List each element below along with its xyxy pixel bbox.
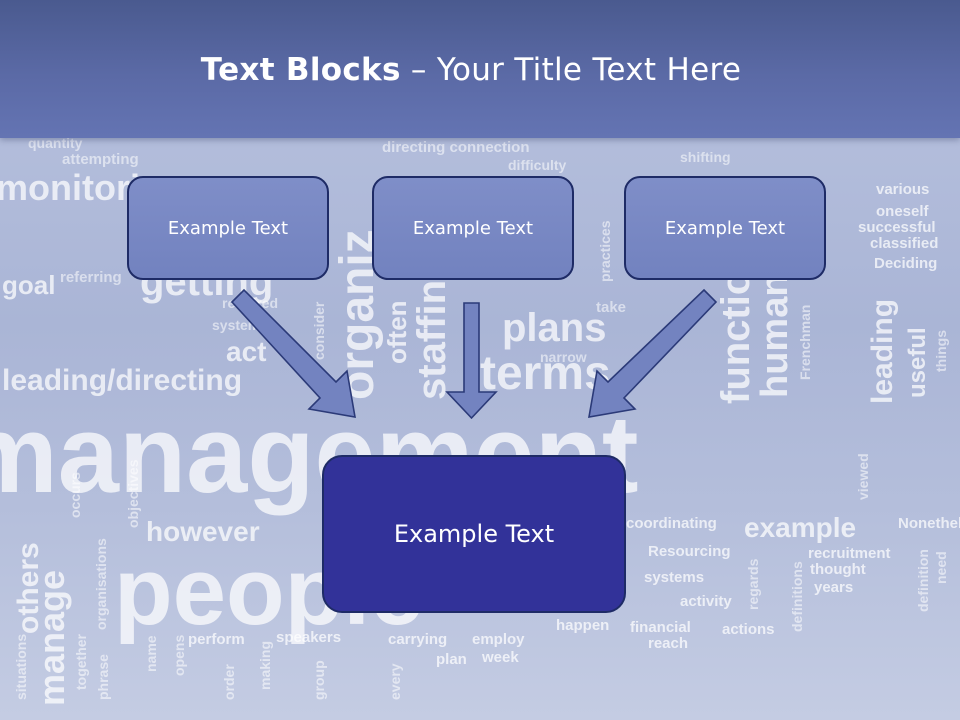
- bg-word: take: [596, 299, 627, 316]
- text-block-1[interactable]: Example Text: [127, 176, 329, 280]
- bg-word: happen: [556, 617, 610, 634]
- bg-word: reach: [648, 635, 689, 652]
- bg-word: act: [226, 336, 267, 367]
- bg-word: speakers: [276, 629, 342, 646]
- bg-word: classified: [870, 235, 939, 252]
- bg-word: week: [482, 649, 519, 666]
- bg-word: oneself: [876, 203, 929, 220]
- text-block-1-label: Example Text: [167, 217, 289, 239]
- bg-word: financial: [630, 619, 691, 636]
- bg-word: various: [876, 181, 930, 198]
- bg-word: goal: [2, 270, 56, 300]
- bg-word: directing connection: [382, 139, 530, 156]
- bg-word: plans: [502, 306, 607, 350]
- bg-word: referring: [60, 269, 122, 286]
- bg-word: thought: [810, 561, 866, 578]
- bg-word: years: [814, 579, 854, 596]
- slide-title: Text Blocks – Your Title Text Here: [0, 52, 942, 88]
- bg-word: recruitment: [808, 545, 891, 562]
- text-block-3[interactable]: Example Text: [624, 176, 826, 280]
- text-block-3-label: Example Text: [664, 217, 786, 239]
- bg-word: attempting: [62, 151, 139, 168]
- bg-word: perform: [188, 631, 245, 648]
- bg-word: activity: [680, 593, 732, 610]
- arrow-center: [445, 302, 498, 420]
- main-text-block-label: Example Text: [393, 520, 555, 548]
- bg-word: narrow: [540, 349, 587, 365]
- bg-word: shifting: [680, 149, 731, 165]
- title-bar: Text Blocks – Your Title Text Here: [0, 0, 960, 138]
- text-block-2[interactable]: Example Text: [372, 176, 574, 280]
- text-block-2-label: Example Text: [412, 217, 534, 239]
- bg-word: successful: [858, 219, 936, 236]
- bg-word: example: [744, 512, 857, 543]
- bg-word: difficulty: [508, 157, 567, 173]
- bg-word: plan: [436, 651, 467, 668]
- bg-word: carrying: [388, 631, 448, 648]
- bg-word: Nonetheless: [898, 515, 960, 532]
- bg-word: systems: [644, 569, 705, 586]
- bg-word: leading/directing: [2, 364, 243, 397]
- bg-word: employ: [472, 631, 525, 648]
- arrow-left: [230, 288, 356, 418]
- main-text-block[interactable]: Example Text: [322, 455, 626, 613]
- bg-word: Resourcing: [648, 543, 731, 560]
- bg-word: quantity: [28, 135, 83, 151]
- title-bold-text: Text Blocks: [200, 52, 401, 88]
- bg-word: however: [146, 516, 260, 547]
- arrow-right: [588, 288, 718, 418]
- bg-word: actions: [722, 621, 775, 638]
- bg-word: terms: [480, 347, 611, 400]
- title-rest-text: – Your Title Text Here: [400, 52, 742, 88]
- bg-word: coordinating: [626, 515, 717, 532]
- bg-word: Deciding: [874, 255, 938, 272]
